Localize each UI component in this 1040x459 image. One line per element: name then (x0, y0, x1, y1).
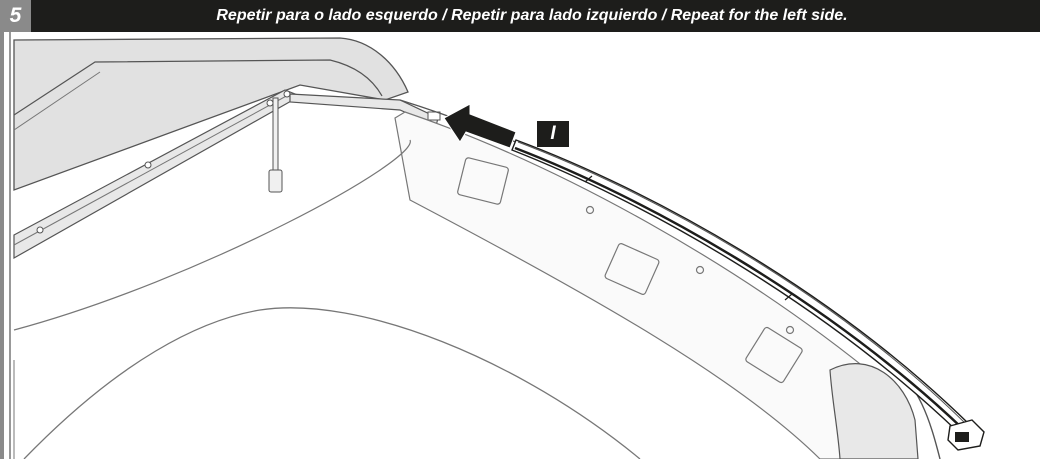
vehicle-roof-illustration (0, 32, 985, 459)
frame-edge (0, 32, 11, 459)
part-label-callout: I (537, 121, 569, 147)
hanging-strap (268, 97, 283, 193)
step-instruction: Repetir para o lado esquerdo / Repetir p… (216, 7, 848, 24)
body-curve-inner (23, 307, 641, 459)
left-roof-rail (13, 89, 302, 260)
windshield-frame (13, 59, 383, 116)
body-curve-outer (13, 139, 411, 331)
direction-arrow-icon (443, 103, 517, 149)
step-header: 5 Repetir para o lado esquerdo / Repetir… (0, 0, 1040, 32)
step-number: 5 (0, 0, 31, 32)
roof-rail-part (511, 139, 972, 433)
rear-corner (829, 363, 919, 459)
roof-inner-panel (394, 111, 881, 459)
roof-panel-left (13, 37, 409, 191)
rail-end-clip (947, 419, 985, 451)
